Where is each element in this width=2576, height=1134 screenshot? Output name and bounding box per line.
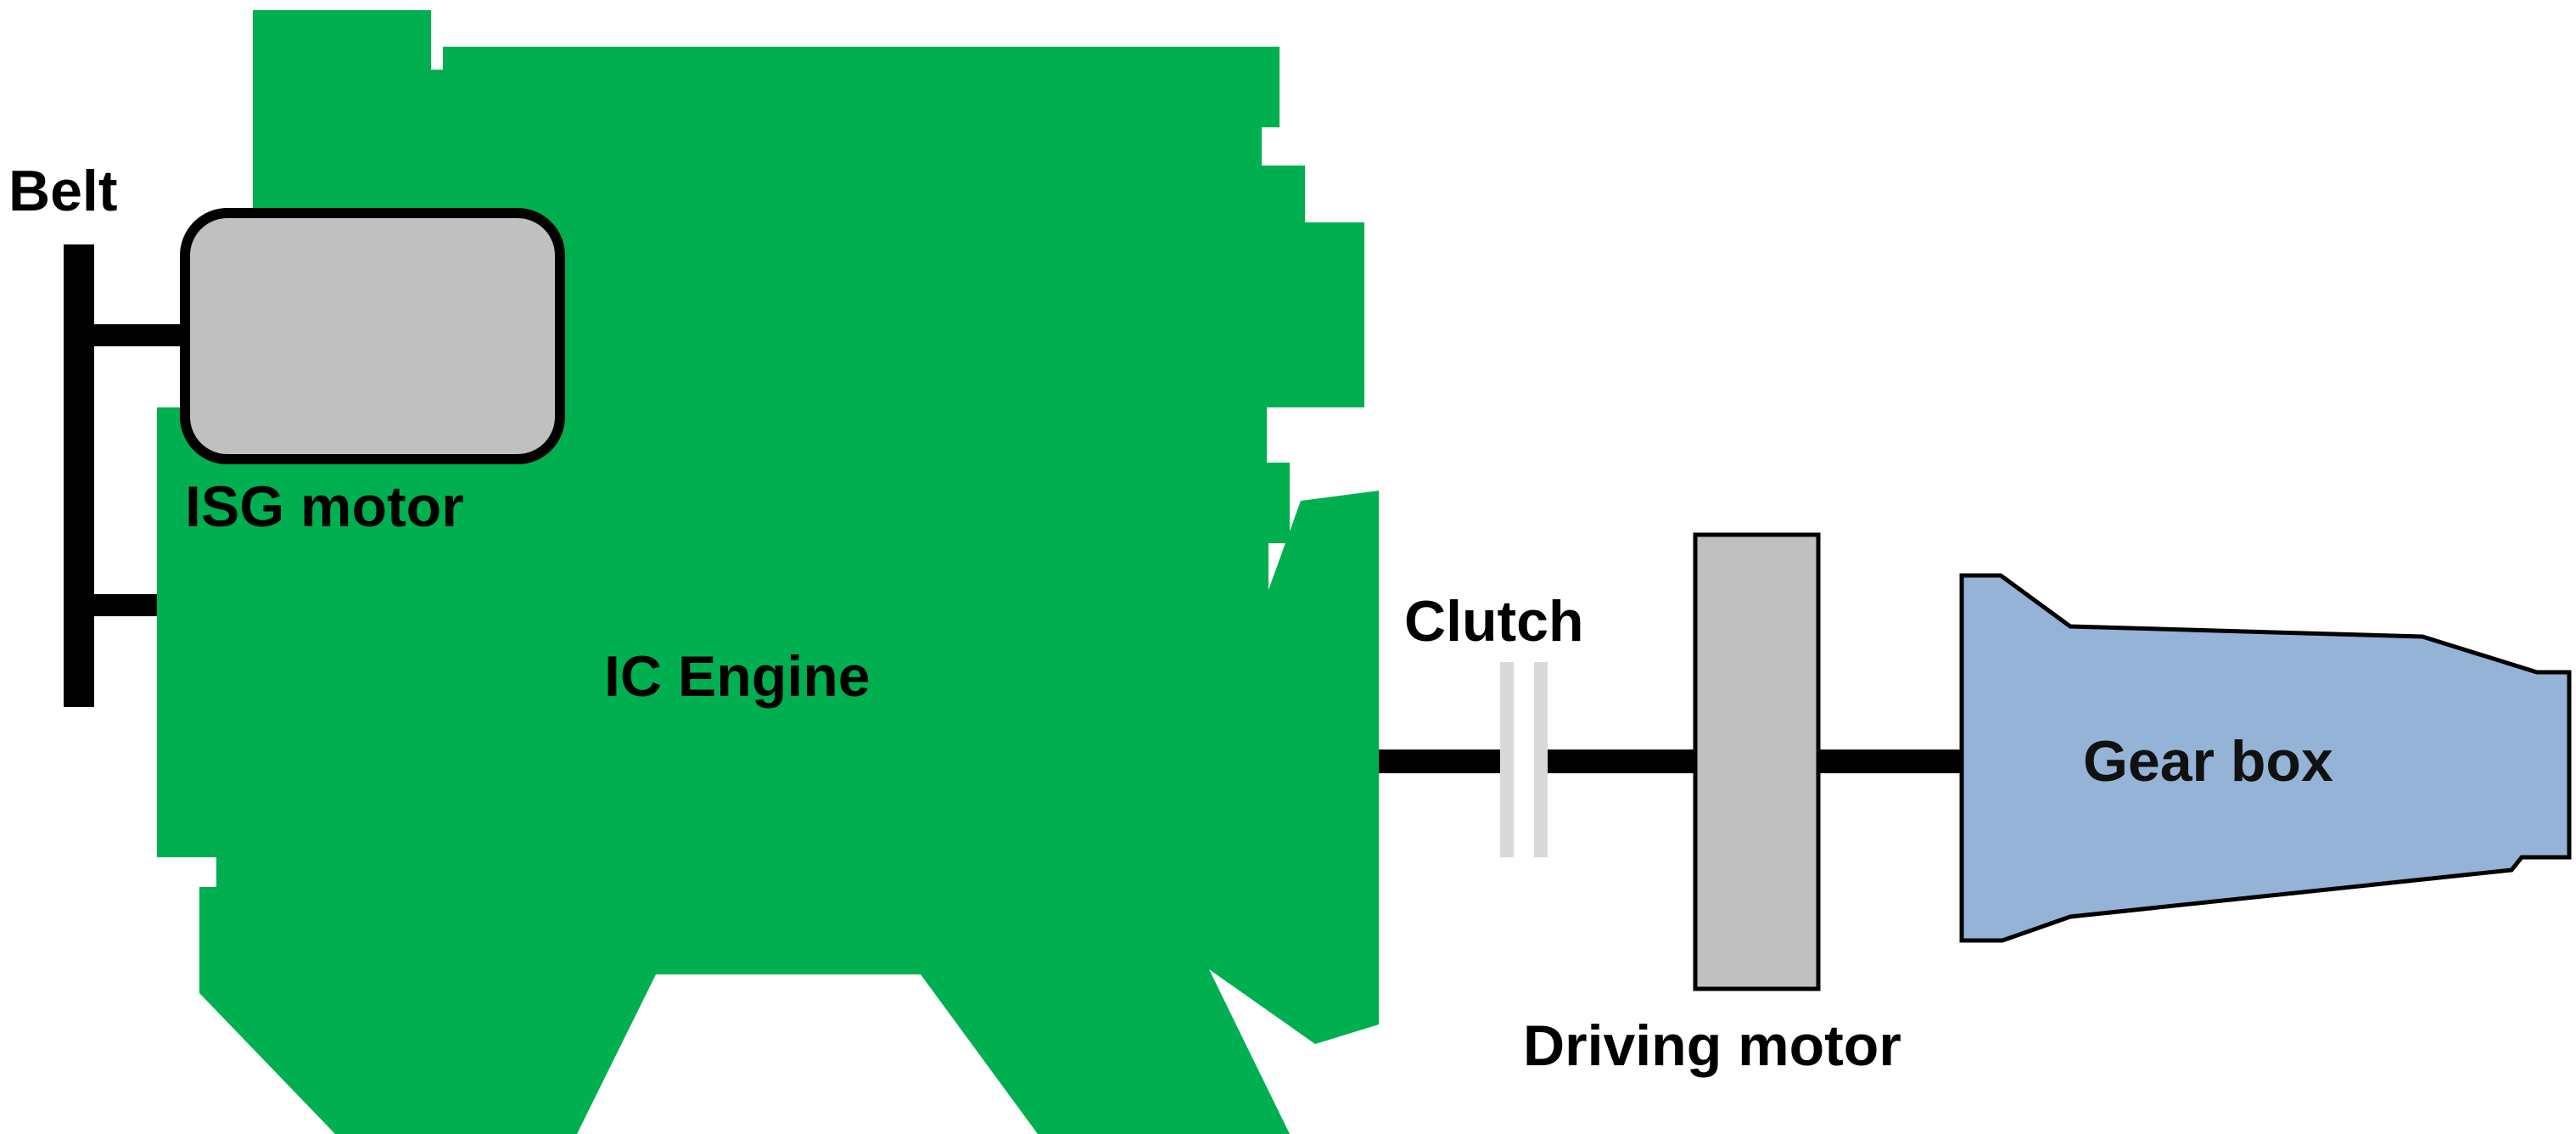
clutch-plate-left — [1500, 662, 1514, 857]
clutch-plate-right — [1534, 662, 1548, 857]
clutch-gap — [1514, 738, 1534, 785]
ic-engine-body — [157, 10, 1379, 1134]
ic-engine-label: IC Engine — [604, 644, 871, 709]
gear-box-label: Gear box — [2083, 729, 2333, 794]
isg-motor-housing — [180, 208, 565, 464]
gear-box-housing — [1959, 573, 2572, 943]
driving-motor-housing — [1693, 532, 1821, 991]
isg-motor-label: ISG motor — [185, 474, 464, 539]
belt-label: Belt — [8, 159, 117, 223]
clutch-label: Clutch — [1404, 589, 1584, 654]
driving-motor-label: Driving motor — [1523, 1013, 1901, 1078]
belt-bar — [64, 244, 94, 707]
